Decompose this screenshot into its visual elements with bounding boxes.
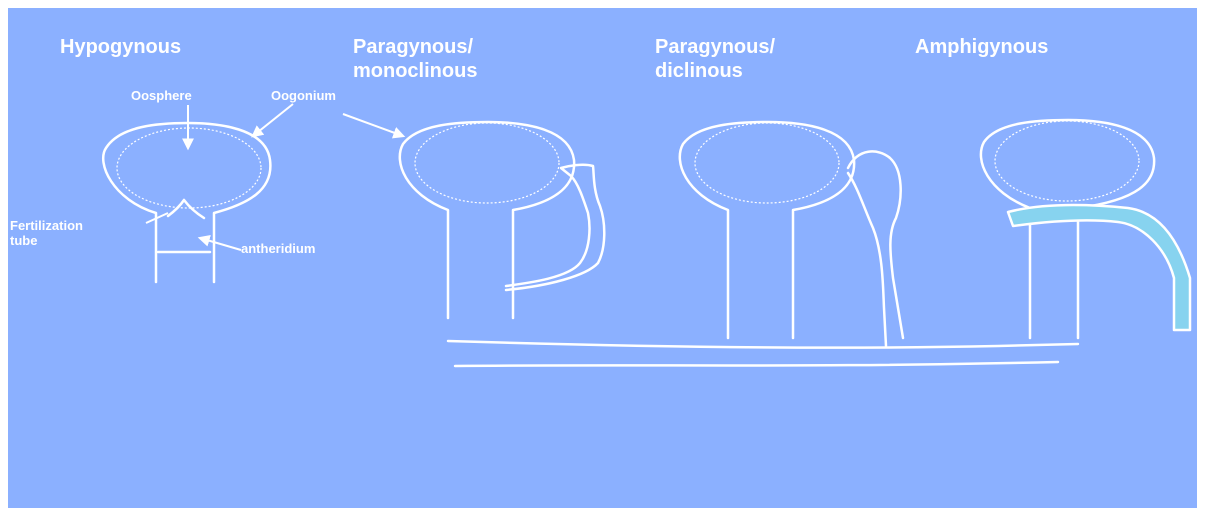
label-oogonium: Oogonium: [271, 88, 336, 103]
title-amphigynous-line-1: Amphigynous: [915, 36, 1048, 58]
label-fertilization-tube-line-1: Fertilization: [10, 218, 83, 233]
title-paragynous-monoclinous-line-2: monoclinous: [353, 60, 477, 82]
title-paragynous-monoclinous-line-1: Paragynous/: [353, 36, 473, 58]
oogonium-antheridium-diagram: Hypogynous Paragynous/ monoclinous Parag…: [8, 8, 1197, 508]
diagram-slide: Hypogynous Paragynous/ monoclinous Parag…: [8, 8, 1197, 508]
label-fertilization-tube-line-2: tube: [10, 233, 37, 248]
slide-background: [8, 8, 1197, 508]
title-hypogynous: Hypogynous: [60, 36, 181, 58]
label-antheridium: antheridium: [241, 241, 315, 256]
title-hypogynous-line-1: Hypogynous: [60, 36, 181, 58]
title-paragynous-diclinous-line-1: Paragynous/: [655, 36, 775, 58]
label-oosphere: Oosphere: [131, 88, 192, 103]
title-amphigynous: Amphigynous: [915, 36, 1048, 58]
title-paragynous-diclinous-line-2: diclinous: [655, 60, 743, 82]
